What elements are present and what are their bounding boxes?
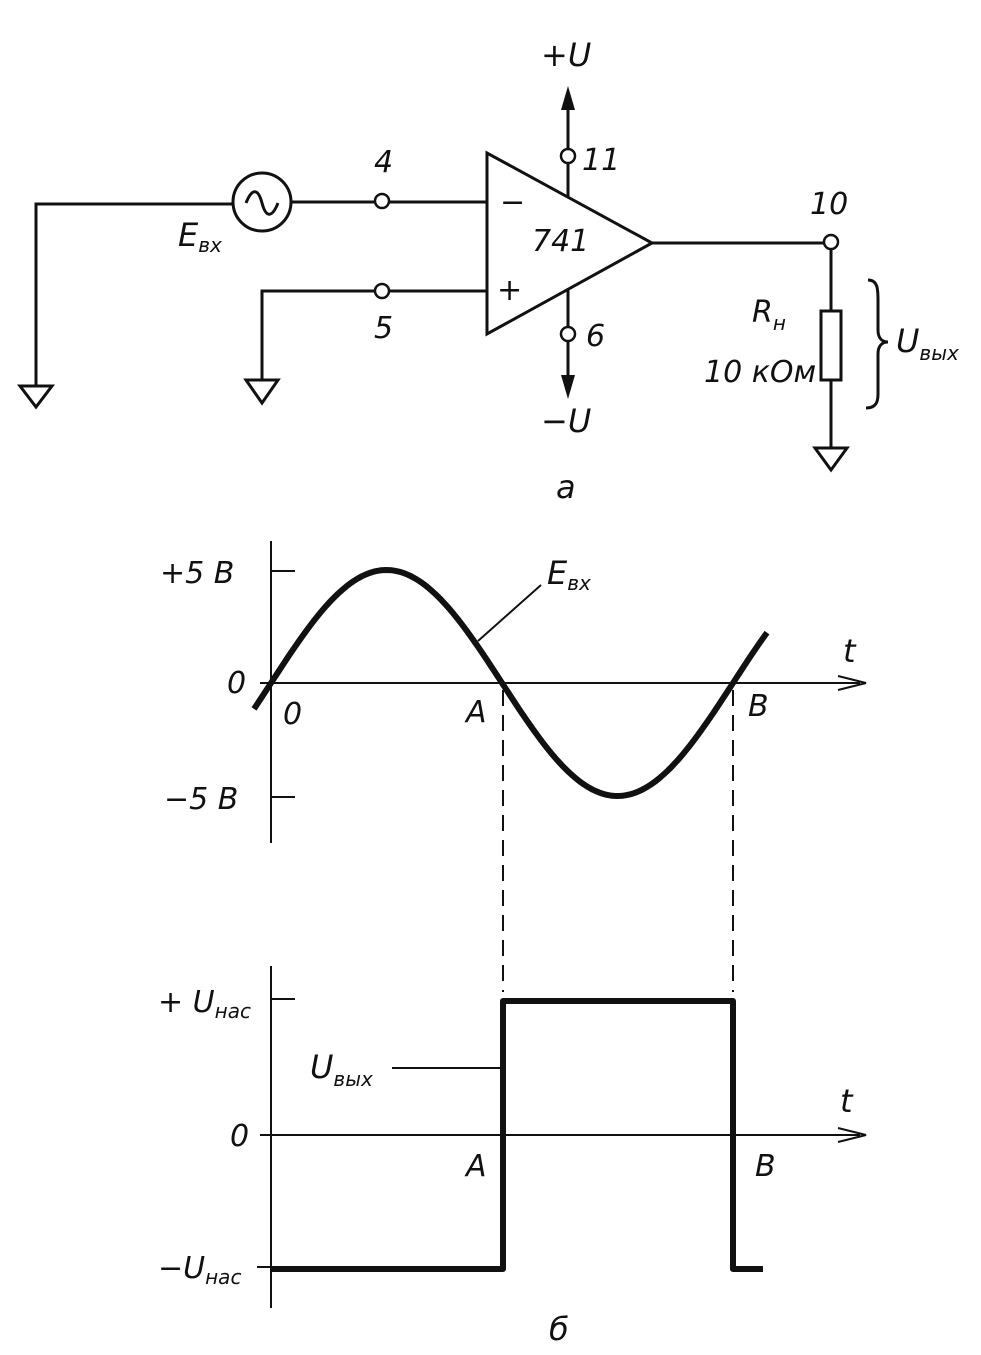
supply-positive-arrow <box>561 86 575 110</box>
input-series-label: Eвх <box>547 554 591 595</box>
pin-11-label: 11 <box>582 143 620 178</box>
pin-4-label: 4 <box>374 145 393 180</box>
output-chart-x-tick-B: B <box>755 1149 776 1184</box>
supply-positive-label: +U <box>541 36 591 74</box>
resistor-label: Rн <box>752 295 786 335</box>
input-waveform-chart: t +5 В 0 −5 В 0 A B Eвх <box>160 541 867 843</box>
pin-11-terminal <box>559 147 577 165</box>
input-chart-x-label: t <box>843 632 857 670</box>
output-square-series <box>271 998 763 1272</box>
input-chart-x-tick-B: B <box>748 689 769 724</box>
opamp-label: 741 <box>532 224 589 259</box>
ground-symbol-noninverting <box>243 378 281 406</box>
pin-6-terminal <box>559 325 577 343</box>
wire-left-ground <box>34 202 232 386</box>
inverting-sign: − <box>500 185 525 220</box>
resistor-value: 10 кОм <box>704 355 816 390</box>
noninverting-sign: + <box>497 273 522 308</box>
input-chart-y-tick-zero: 0 <box>227 666 246 701</box>
pin-5-label: 5 <box>374 311 393 346</box>
input-chart-x-tick-0: 0 <box>283 697 302 732</box>
input-sine-series <box>251 567 770 799</box>
load-resistor <box>819 309 843 382</box>
input-chart-x-tick-A: A <box>464 695 487 730</box>
opamp-triangle <box>485 150 656 337</box>
circuit-schematic: Eвх 4 5 741 − + 11 +U 6 −U 10 <box>16 36 959 506</box>
pin-4-terminal <box>373 192 391 210</box>
output-chart-x-label: t <box>840 1082 854 1120</box>
ground-symbol-left <box>16 384 56 410</box>
supply-negative-arrow <box>561 375 575 399</box>
pin-5-terminal <box>373 282 391 300</box>
wire-noninverting-input <box>260 289 487 380</box>
input-chart-y-tick-neg5: −5 В <box>164 782 238 817</box>
caption-b: б <box>549 1310 569 1348</box>
output-brace <box>865 278 889 410</box>
pin-10-label: 10 <box>810 187 848 222</box>
caption-a: а <box>556 468 576 506</box>
output-chart-y-tick-zero: 0 <box>230 1119 249 1154</box>
output-chart-x-tick-A: A <box>464 1149 487 1184</box>
input-series-leader <box>477 584 542 642</box>
input-chart-x-arrow <box>837 675 867 691</box>
output-series-label: Uвых <box>310 1048 373 1091</box>
supply-negative-label: −U <box>541 402 591 440</box>
pin-6-label: 6 <box>586 319 605 354</box>
output-chart-y-tick-pos: + Uнас <box>158 985 251 1023</box>
ground-symbol-load <box>812 446 850 473</box>
source-label: Eвх <box>178 216 222 257</box>
output-chart-y-tick-neg: −Uнас <box>158 1251 241 1289</box>
output-chart-x-arrow <box>837 1127 867 1143</box>
input-chart-y-tick-pos5: +5 В <box>160 556 234 591</box>
output-waveform-chart: t + Uнас 0 −Uнас A B Uвых <box>158 966 867 1308</box>
pin-10-terminal <box>822 233 840 251</box>
ac-source-sine-icon <box>244 190 280 216</box>
output-voltage-label: Uвых <box>896 322 959 365</box>
